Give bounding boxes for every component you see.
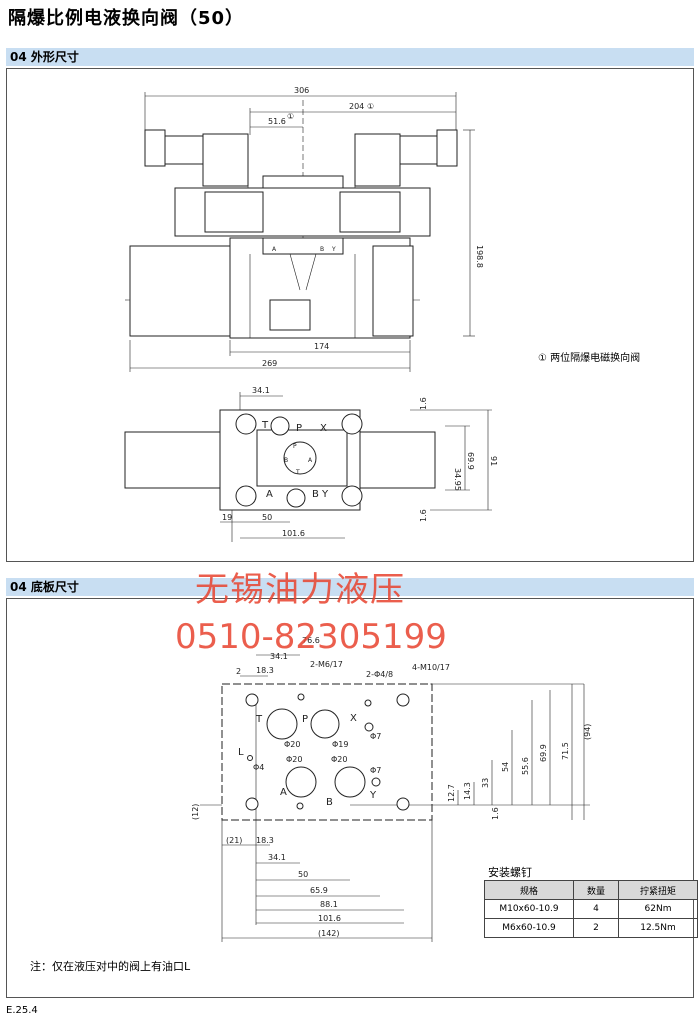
base-port-y: Y bbox=[369, 790, 377, 801]
base-phi7a: Φ7 bbox=[370, 732, 381, 741]
base-phi4: Φ4 bbox=[253, 763, 264, 772]
base-port-p: P bbox=[302, 714, 308, 725]
base-port-t: T bbox=[255, 714, 263, 725]
base-h18-3: 18.3 bbox=[256, 836, 274, 845]
page-title: 隔爆比例电液换向阀（50） bbox=[8, 8, 245, 29]
plan-port-b: B bbox=[312, 489, 319, 500]
screw-qty: 2 bbox=[573, 918, 619, 938]
base-port-l: L bbox=[238, 747, 244, 758]
base-label-m10: 4-M10/17 bbox=[412, 663, 450, 672]
screw-table-title: 安装螺钉 bbox=[488, 866, 532, 879]
base-port-x: X bbox=[350, 713, 357, 724]
base-phi7b: Φ7 bbox=[370, 766, 381, 775]
screw-torque: 62Nm bbox=[618, 899, 698, 919]
dim-198-8: 198.8 bbox=[475, 245, 484, 268]
port-y-label: Y bbox=[331, 246, 336, 253]
port-b-label: B bbox=[320, 246, 324, 253]
plan-inner-t: T bbox=[295, 469, 300, 476]
base-dim-34-1: 34.1 bbox=[270, 652, 288, 661]
plan-port-t: T bbox=[261, 420, 269, 431]
base-port-a: A bbox=[280, 787, 287, 798]
base-v94: (94) bbox=[583, 724, 592, 740]
plan-dim-91: 91 bbox=[489, 456, 498, 466]
base-port-b: B bbox=[326, 797, 333, 808]
callout-1a: ① bbox=[367, 102, 374, 111]
plan-port-p: P bbox=[296, 423, 302, 434]
table-row: M10x60-10.9 4 62Nm bbox=[484, 899, 698, 919]
base-h142: (142) bbox=[318, 929, 340, 938]
base-v54: 54 bbox=[501, 762, 510, 772]
plan-inner-a: A bbox=[308, 457, 313, 464]
dim-174: 174 bbox=[314, 342, 329, 351]
base-dim-76-6: 76.6 bbox=[302, 636, 320, 645]
dim-269: 269 bbox=[262, 359, 277, 368]
base-v33: 33 bbox=[481, 778, 490, 788]
screw-torque: 12.5Nm bbox=[618, 918, 698, 938]
screw-table: 规格 数量 拧紧扭矩 M10x60-10.9 4 62Nm M6x60-10.9… bbox=[484, 880, 698, 938]
base-h50: 50 bbox=[298, 870, 308, 879]
plan-port-y: Y bbox=[321, 489, 329, 500]
plan-dim-101-6: 101.6 bbox=[282, 529, 305, 538]
plan-dim-34-1: 34.1 bbox=[252, 386, 270, 395]
base-h101-6: 101.6 bbox=[318, 914, 341, 923]
dim-51-6: 51.6 bbox=[268, 117, 286, 126]
base-plate-drawing-frame bbox=[6, 598, 694, 998]
screw-col-spec: 规格 bbox=[484, 880, 574, 900]
section-header-base-plate: 04 底板尺寸 bbox=[6, 578, 694, 596]
screw-qty: 4 bbox=[573, 899, 619, 919]
base-phi20a: Φ20 bbox=[284, 740, 300, 749]
plan-inner-b: B bbox=[284, 457, 288, 464]
dim-204: 204 bbox=[349, 102, 364, 111]
plan-dim-69-9: 69.9 bbox=[466, 452, 475, 470]
base-h65-9: 65.9 bbox=[310, 886, 328, 895]
base-v12: (12) bbox=[191, 804, 200, 820]
dimension-drawing-frame bbox=[6, 68, 694, 562]
base-v69-9: 69.9 bbox=[539, 744, 548, 762]
port-l-note: 注：仅在液压对中的阀上有油口L bbox=[30, 960, 191, 973]
dim-306: 306 bbox=[294, 86, 309, 95]
base-v55-6: 55.6 bbox=[521, 757, 530, 775]
base-label-phi4-8: 2-Φ4/8 bbox=[366, 670, 393, 679]
table-row: M6x60-10.9 2 12.5Nm bbox=[484, 918, 698, 938]
plan-inner-p: P bbox=[293, 443, 297, 450]
watermark-company: 无锡油力液压 bbox=[195, 570, 405, 610]
screw-col-qty: 数量 bbox=[573, 880, 619, 900]
base-h34-1: 34.1 bbox=[268, 853, 286, 862]
base-phi19: Φ19 bbox=[332, 740, 348, 749]
base-plate-drawing: 76.6 34.1 2-M6/17 2-Φ4/8 4-M10/17 2 18.3… bbox=[191, 636, 592, 942]
callout-1b: ① bbox=[287, 112, 294, 121]
screw-col-torque: 拧紧扭矩 bbox=[618, 880, 698, 900]
screw-spec: M10x60-10.9 bbox=[484, 899, 574, 919]
plan-port-x: X bbox=[320, 423, 327, 434]
legend-note: ① 两位隔爆电磁换向阀 bbox=[538, 353, 641, 364]
screw-spec: M6x60-10.9 bbox=[484, 918, 574, 938]
plan-port-a: A bbox=[266, 489, 273, 500]
plan-dim-1-6a: 1.6 bbox=[419, 397, 428, 410]
base-v12-7: 12.7 bbox=[447, 784, 456, 802]
base-h88-1: 88.1 bbox=[320, 900, 338, 909]
base-dim-18-3: 18.3 bbox=[256, 666, 274, 675]
base-h21: (21) bbox=[226, 836, 242, 845]
base-phi20b: Φ20 bbox=[286, 755, 302, 764]
base-v14-3: 14.3 bbox=[463, 782, 472, 800]
valve-dimension-drawing: 306 204 ① 51.6 ① 198.8 174 269 A B Y 34.… bbox=[124, 86, 498, 542]
page-footer: E.25.4 bbox=[6, 1005, 38, 1016]
section-header-dimensions: 04 外形尺寸 bbox=[6, 48, 694, 66]
base-dim-2: 2 bbox=[236, 667, 241, 676]
port-a-label: A bbox=[272, 246, 277, 253]
base-v1-6: 1.6 bbox=[491, 807, 500, 820]
base-v71-5: 71.5 bbox=[561, 742, 570, 760]
base-phi20c: Φ20 bbox=[331, 755, 347, 764]
plan-dim-34-95: 34.95 bbox=[453, 468, 462, 491]
base-label-m6: 2-M6/17 bbox=[310, 660, 343, 669]
plan-dim-1-6b: 1.6 bbox=[419, 509, 428, 522]
watermark-phone: 0510-82305199 bbox=[175, 617, 447, 657]
plan-dim-50: 50 bbox=[262, 513, 272, 522]
plan-dim-19: 19 bbox=[222, 513, 232, 522]
